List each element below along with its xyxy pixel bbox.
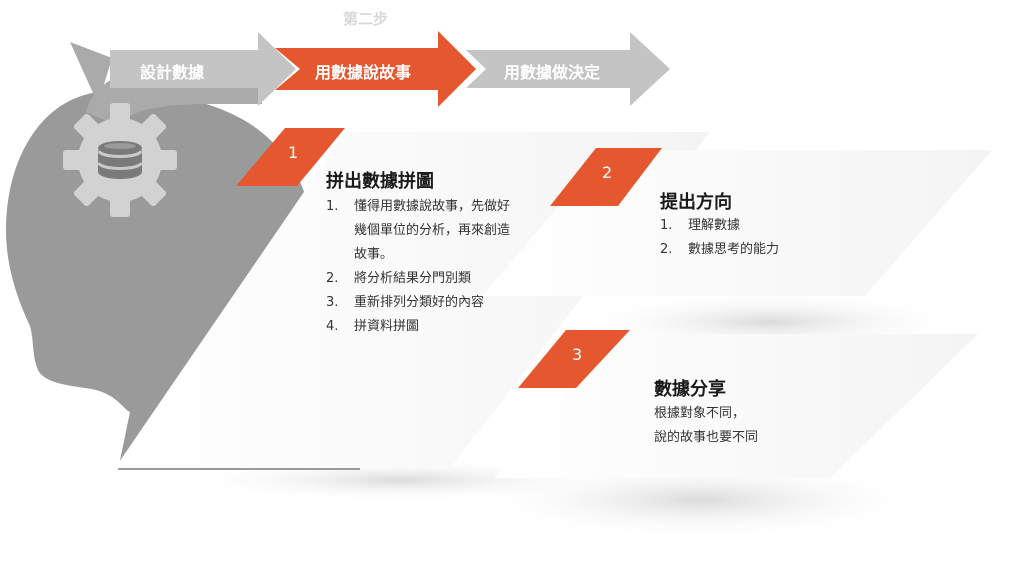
gear-icon xyxy=(63,103,177,217)
step-label: 第二步 xyxy=(343,10,389,28)
card-1-title: 拼出數據拼圖 xyxy=(326,171,434,192)
curve-arrow-head xyxy=(70,42,112,104)
list-item: 4. 拼資料拼圖 xyxy=(326,319,420,334)
list-item: 1. 理解數據 xyxy=(660,218,741,233)
database-icon xyxy=(98,141,142,179)
list-item: 3. 重新排列分類好的內容 xyxy=(326,295,485,310)
card-1-number-tab xyxy=(236,128,345,186)
flow-arrow-decide xyxy=(466,32,670,106)
flow-arrow-design xyxy=(110,32,296,106)
card-2-number: 2 xyxy=(602,163,613,182)
card-1-number: 1 xyxy=(288,143,299,162)
list-item: 2. 數據思考的能力 xyxy=(660,242,780,257)
card-2-title: 提出方向 xyxy=(660,192,732,213)
flow-arrow-story xyxy=(275,31,476,107)
card-2-number-tab xyxy=(550,148,662,206)
card-3-panel xyxy=(494,334,978,478)
card-1-list: 1. 懂得用數據說故事，先做好 幾個單位的分析，再來創造 故事。 2. 將分析結… xyxy=(326,195,510,339)
list-item: 1. 懂得用數據說故事，先做好 幾個單位的分析，再來創造 故事。 xyxy=(326,199,511,262)
list-item: 2. 將分析結果分門別類 xyxy=(326,271,472,286)
arrow-label-design: 設計數據 xyxy=(140,63,205,82)
card-2-list: 1. 理解數據 2. 數據思考的能力 xyxy=(660,214,779,262)
arrow-label-story: 用數據說故事 xyxy=(315,63,412,82)
card-3-title: 數據分享 xyxy=(654,379,726,400)
card-3-number-tab xyxy=(518,330,630,388)
arrow-label-decide: 用數據做決定 xyxy=(504,63,601,82)
card-3-number: 3 xyxy=(572,345,583,364)
card-3-description: 根據對象不同， 說的故事也要不同 xyxy=(654,406,759,445)
